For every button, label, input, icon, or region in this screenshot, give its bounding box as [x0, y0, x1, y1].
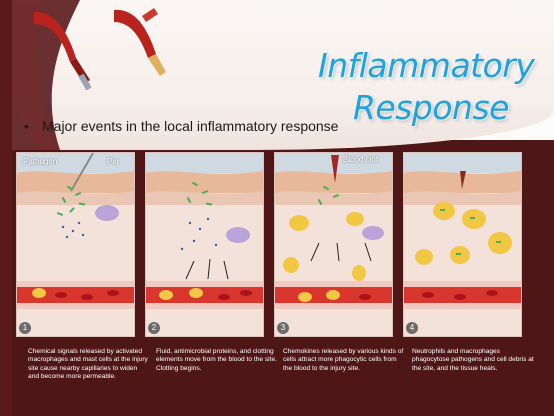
panel-2-illustration	[146, 153, 263, 336]
panel-3-number: 3	[277, 322, 289, 334]
panel-1-caption: Chemical signals released by activated m…	[28, 348, 148, 381]
bullet-text: Major events in the local inflammatory r…	[42, 118, 339, 134]
panel-4-illustration	[404, 153, 521, 336]
panel-4-number: 4	[406, 322, 418, 334]
blood-vessel-illustration	[34, 8, 166, 90]
panel-1: Pathogen Pin 1	[16, 152, 135, 337]
panel-3-caption: Chemokines released by various kinds of …	[283, 348, 404, 372]
pin-label: Pin	[107, 157, 119, 166]
panel-3: Blood clot 3	[274, 152, 393, 337]
bullet-symbol: •	[24, 118, 29, 134]
panels: Pathogen Pin 1	[16, 152, 542, 337]
pathogen-label: Pathogen	[23, 157, 58, 166]
bullet-point: • Major events in the local inflammatory …	[24, 118, 338, 134]
title-line-1: Inflammatory	[318, 46, 535, 85]
title-line-2: Response	[353, 88, 509, 127]
header-band	[0, 0, 554, 150]
blood-clot-label: Blood clot	[343, 155, 379, 164]
panel-2-number: 2	[148, 322, 160, 334]
panel-3-illustration	[275, 153, 392, 336]
left-strip	[0, 0, 12, 416]
panel-4-caption: Neutrophils and macrophages phagocytose …	[412, 348, 534, 372]
panel-2: 2	[145, 152, 264, 337]
panel-4: 4	[403, 152, 522, 337]
panel-2-caption: Fluid, antimicrobial proteins, and clott…	[156, 348, 277, 372]
panel-1-illustration	[17, 153, 134, 336]
panel-1-number: 1	[19, 322, 31, 334]
